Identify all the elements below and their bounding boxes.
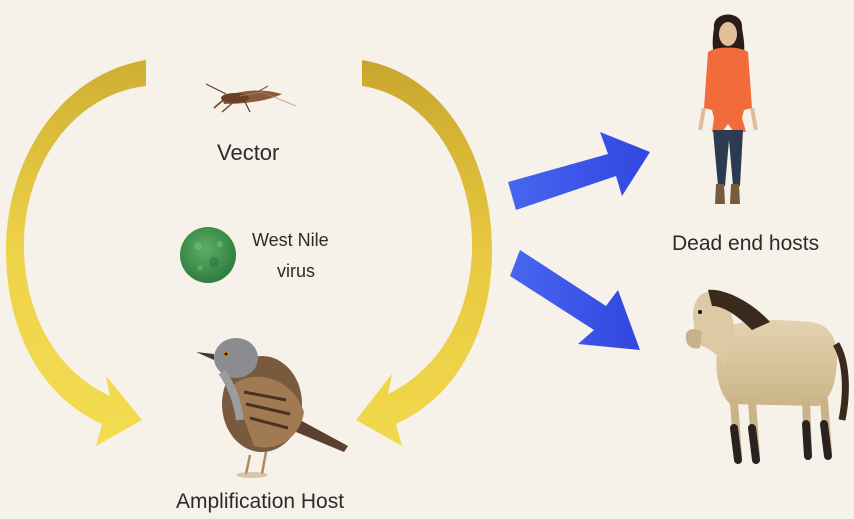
- vector-label: Vector: [217, 140, 279, 166]
- horse-icon: [686, 290, 846, 460]
- amplification-host-label: Amplification Host: [176, 490, 344, 514]
- virus-label-line2: virus: [277, 261, 315, 282]
- virus-label-line1: West Nile: [252, 230, 329, 251]
- dead-end-hosts-label: Dead end hosts: [672, 232, 819, 256]
- right-cycle-arrow: [356, 60, 492, 446]
- left-cycle-arrow: [6, 60, 146, 446]
- bird-icon: [196, 338, 348, 478]
- spillover-arrow-to-person: [508, 132, 650, 210]
- person-icon: [700, 15, 756, 205]
- virus-icon: [180, 227, 236, 283]
- mosquito-icon: [206, 84, 296, 112]
- spillover-arrow-to-horse: [510, 250, 640, 350]
